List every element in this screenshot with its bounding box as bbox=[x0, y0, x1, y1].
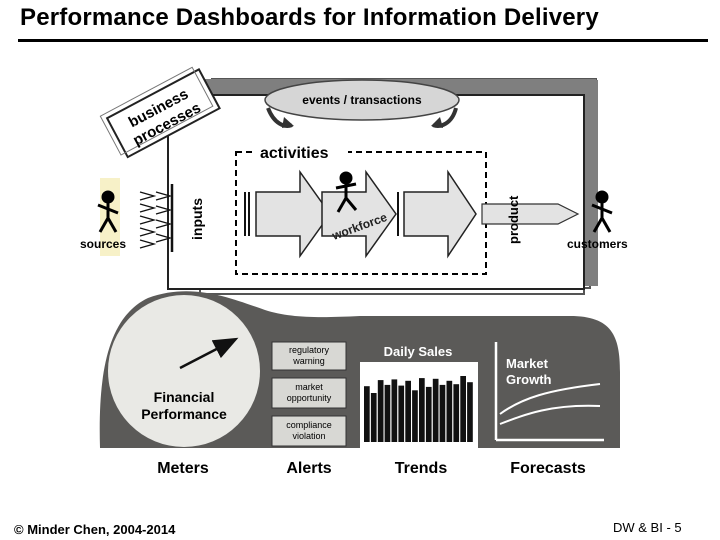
customers-group: customers bbox=[567, 190, 628, 251]
trends-title: Daily Sales bbox=[384, 344, 453, 359]
alert-line2: opportunity bbox=[287, 393, 332, 403]
input-arrow-icon bbox=[139, 203, 157, 213]
caption-trends: Trends bbox=[395, 460, 448, 477]
alert-line1: regulatory bbox=[289, 345, 330, 355]
input-arrow-icon bbox=[139, 239, 157, 249]
inputs-label: inputs bbox=[189, 198, 205, 240]
caption-forecasts: Forecasts bbox=[510, 460, 586, 477]
flow-arrow-1-icon bbox=[255, 169, 331, 259]
alert-line1: market bbox=[295, 382, 323, 392]
trend-bar bbox=[364, 386, 370, 442]
input-arrow-icon bbox=[139, 191, 157, 201]
alert-line1: compliance bbox=[286, 420, 332, 430]
customers-person-icon bbox=[591, 190, 613, 233]
alert-line2: warning bbox=[292, 356, 325, 366]
forecast-curve-upper bbox=[499, 383, 601, 415]
workforce-person-icon bbox=[335, 171, 358, 213]
business-processes-box bbox=[105, 68, 221, 159]
events-ellipse bbox=[264, 79, 460, 121]
activities-label-bg bbox=[252, 143, 348, 161]
trend-bar bbox=[384, 384, 391, 442]
trend-bar bbox=[398, 385, 405, 442]
activity-flow bbox=[244, 169, 580, 259]
flow-arrow-3-icon bbox=[403, 169, 477, 259]
sources-label: sources bbox=[80, 237, 126, 251]
trend-bar bbox=[453, 384, 460, 442]
caption-alerts: Alerts bbox=[286, 460, 331, 477]
trend-bar bbox=[419, 378, 425, 442]
flow-arrow-2-icon bbox=[321, 169, 397, 259]
sources-group: sources bbox=[80, 178, 126, 256]
meter-title-line1: Financial bbox=[154, 389, 215, 405]
trend-bar bbox=[460, 376, 466, 442]
alert-box bbox=[271, 415, 347, 447]
events-label: events / transactions bbox=[302, 93, 422, 107]
input-arrows bbox=[139, 184, 174, 252]
caption-meters: Meters bbox=[157, 460, 209, 477]
business-processes-shadow bbox=[99, 66, 214, 156]
trend-bar bbox=[412, 390, 418, 442]
input-arrow-icon bbox=[155, 191, 173, 201]
slide-title: Performance Dashboards for Information D… bbox=[20, 4, 599, 31]
alert-line2: violation bbox=[292, 431, 325, 441]
input-arrow-icon bbox=[139, 215, 157, 225]
trends-title-band bbox=[360, 338, 478, 362]
footer-copyright: © Minder Chen, 2004-2014 bbox=[14, 522, 176, 537]
trend-bar bbox=[370, 393, 377, 442]
trend-bar bbox=[425, 386, 432, 442]
forecast-title-line2: Growth bbox=[506, 372, 552, 387]
sources-person-icon bbox=[97, 190, 119, 233]
events-arrowhead-left-icon bbox=[282, 117, 294, 128]
customers-label: customers bbox=[567, 237, 628, 251]
alerts-group: regulatory warning market opportunity co… bbox=[271, 341, 347, 447]
trend-bars bbox=[364, 376, 473, 442]
events-arrowhead-right-icon bbox=[431, 117, 443, 128]
activities-label: activities bbox=[260, 145, 329, 162]
meter-face bbox=[108, 295, 260, 447]
trend-bar bbox=[405, 380, 411, 442]
input-arrow-icon bbox=[155, 219, 173, 229]
trend-bar bbox=[391, 379, 398, 442]
trend-bar bbox=[432, 378, 439, 442]
trend-bar bbox=[439, 384, 446, 442]
alert-box bbox=[271, 341, 347, 371]
footer-page-number: DW & BI - 5 bbox=[613, 520, 682, 535]
financial-meter: Financial Performance bbox=[108, 295, 260, 447]
forecast-title-line1: Market bbox=[506, 356, 549, 371]
events-loop: events / transactions bbox=[264, 79, 460, 128]
dashboard-captions: Meters Alerts Trends Forecasts bbox=[157, 460, 586, 477]
trend-bar bbox=[377, 380, 384, 442]
title-rule bbox=[18, 39, 708, 42]
product-arrow-icon bbox=[481, 203, 580, 225]
product-label: product bbox=[506, 195, 521, 244]
input-arrow-icon bbox=[139, 227, 157, 237]
trends-chart: Daily Sales bbox=[360, 338, 478, 448]
trend-bar bbox=[467, 382, 473, 442]
meter-needle-icon bbox=[179, 337, 239, 370]
input-arrow-icon bbox=[155, 205, 173, 215]
forecast-chart: Market Growth bbox=[494, 342, 604, 442]
input-arrow-icon bbox=[155, 233, 173, 243]
trend-bar bbox=[446, 380, 453, 442]
forecast-curve-lower bbox=[499, 404, 601, 425]
meter-title-line2: Performance bbox=[141, 406, 227, 422]
alert-box bbox=[271, 377, 347, 409]
business-processes-card: business processes bbox=[99, 66, 221, 159]
